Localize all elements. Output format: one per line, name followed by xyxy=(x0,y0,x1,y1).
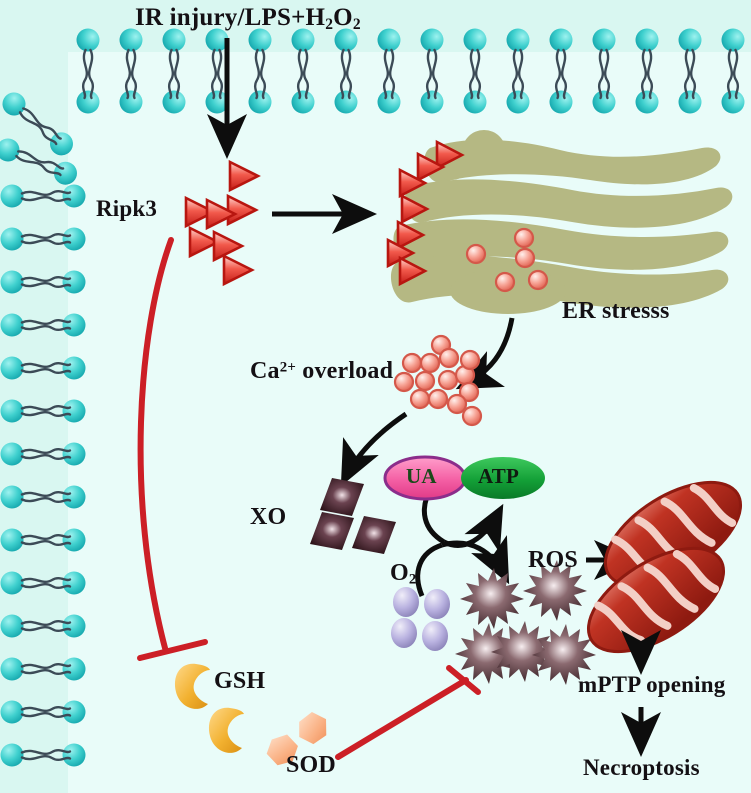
label-xo: XO xyxy=(250,504,287,530)
label-er-stress: ER stresss xyxy=(562,298,670,324)
label-sod: SOD xyxy=(286,752,336,778)
ros-star-cluster xyxy=(455,560,596,685)
sod-inhibits-ros xyxy=(335,665,481,760)
er-calcium-circles xyxy=(465,227,549,293)
ripk3-inhibits-gsh xyxy=(137,237,208,661)
xo-diamond-cluster xyxy=(310,478,396,554)
ripk3-triangle-cluster xyxy=(184,159,261,287)
label-ros: ROS xyxy=(528,547,578,573)
gsh-shape-cluster xyxy=(174,663,244,753)
sod-shape-cluster xyxy=(266,712,327,766)
label-gsh: GSH xyxy=(214,668,266,694)
label-o2: O2 xyxy=(390,560,417,588)
er-triangle-cluster xyxy=(386,139,465,287)
label-atp: ATP xyxy=(478,464,520,488)
page-title: IR injury/LPS+H2O2 xyxy=(135,4,361,33)
o2-to-cycle-arrow xyxy=(415,542,443,597)
calcium-to-xo-arrow xyxy=(340,411,408,487)
atp-badge xyxy=(461,457,545,499)
label-ripk3: Ripk3 xyxy=(96,196,158,221)
endoplasmic-reticulum xyxy=(390,130,733,314)
label-ua: UA xyxy=(406,464,437,488)
label-calcium-overload: Ca2+ overload xyxy=(250,358,394,384)
o2-molecule-cluster xyxy=(391,587,450,651)
label-mptp-opening: mPTP opening xyxy=(578,672,726,697)
cycle-to-ros-arrow xyxy=(441,535,510,585)
calcium-overload-cluster xyxy=(393,334,483,427)
mitochondria-group xyxy=(586,480,743,654)
label-necroptosis: Necroptosis xyxy=(583,755,700,780)
